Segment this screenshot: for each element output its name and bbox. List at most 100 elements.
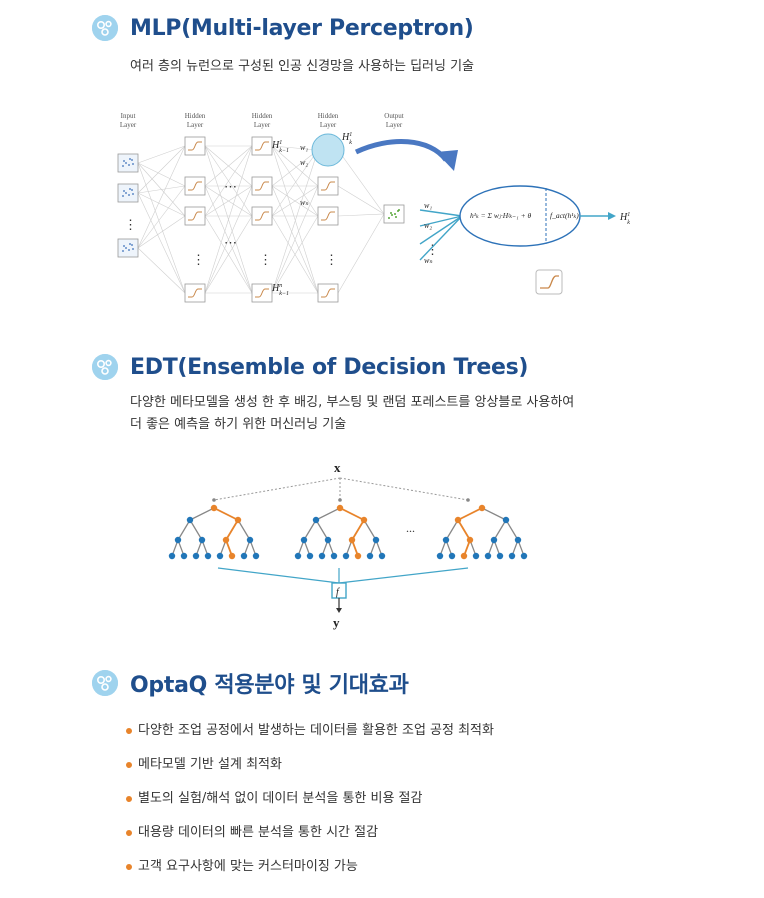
mlp-description: 여러 층의 뉴런으로 구성된 인공 신경망을 사용하는 딥러닝 기술: [130, 59, 475, 74]
neuron-detail: w₁ w₂ wₙ h¹ₖ = Σ wⱼ·Hʲₖ₋₁ + θ f_act(h¹ₖ)…: [419, 185, 630, 295]
tree-node: [300, 536, 308, 544]
section-bullet-icon: [92, 670, 118, 696]
optaq-benefit-list: 다양한 조업 공정에서 발생하는 데이터를 활용한 조업 공정 최적화 메타모델…: [126, 720, 494, 890]
list-item-text: 대용량 데이터의 빠른 분석을 통한 시간 절감: [138, 825, 379, 840]
tree-node: [442, 536, 450, 544]
tree-node: [210, 504, 218, 512]
neuron-node: [251, 136, 273, 156]
tree-node: [192, 552, 200, 560]
weight-label: w₁: [424, 201, 432, 210]
list-item-text: 고객 요구사항에 맞는 커스터마이징 가능: [138, 859, 358, 874]
tree-node: [246, 536, 254, 544]
tree-node: [466, 536, 474, 544]
neuron-node: [317, 206, 339, 226]
tree-node: [348, 536, 356, 544]
edt-diagram: x ... f y: [168, 458, 538, 633]
trees-ellipsis: ...: [406, 521, 415, 535]
aggregation-function-label: f: [336, 587, 340, 598]
decision-tree: [168, 504, 260, 560]
list-item: 별도의 실험/해석 없이 데이터 분석을 통한 비용 절감: [126, 788, 494, 822]
weight-label: wₙ: [300, 198, 309, 207]
weight-label: w₁: [300, 143, 308, 152]
activation-function: f_act(h¹ₖ): [550, 211, 579, 220]
tree-node: [168, 552, 176, 560]
tree-node: [252, 552, 260, 560]
edt-description-line: 더 좋은 예측을 하기 위한 머신러닝 기술: [130, 417, 347, 432]
list-item-text: 별도의 실험/해석 없이 데이터 분석을 통한 비용 절감: [138, 791, 423, 806]
sum-equation: h¹ₖ = Σ wⱼ·Hʲₖ₋₁ + θ: [470, 211, 531, 220]
section-bullet-icon: [92, 354, 118, 380]
tree-node: [366, 552, 374, 560]
tree-node: [180, 552, 188, 560]
tree-node: [234, 516, 242, 524]
tree-node: [496, 552, 504, 560]
tree-node: [508, 552, 516, 560]
vertical-ellipsis-mark: ⋮: [325, 252, 338, 267]
tree-node: [472, 552, 480, 560]
tree-node: [372, 536, 380, 544]
weight-label: wₙ: [424, 256, 433, 265]
tree-node: [330, 552, 338, 560]
decision-tree: [294, 504, 386, 560]
neuron-node: [184, 136, 206, 156]
tree-node: [318, 552, 326, 560]
tree-node: [174, 536, 182, 544]
zoom-arrow: [354, 139, 449, 162]
neuron-node: [317, 176, 339, 196]
tree-node: [502, 516, 510, 524]
neuron-node: [117, 153, 139, 173]
neuron-node: [117, 183, 139, 203]
list-item: 대용량 데이터의 빠른 분석을 통한 시간 절감: [126, 822, 494, 856]
optaq-title: OptaQ 적용분야 및 기대효과: [130, 673, 409, 698]
tree-node: [460, 552, 468, 560]
neuron-node: [184, 176, 206, 196]
vertical-ellipsis-mark: ⋮: [192, 252, 205, 267]
zoom-arrow-head: [436, 150, 458, 171]
activation-curve-box: [535, 269, 563, 295]
list-item: 고객 요구사항에 맞는 커스터마이징 가능: [126, 856, 494, 890]
list-item: 다양한 조업 공정에서 발생하는 데이터를 활용한 조업 공정 최적화: [126, 720, 494, 754]
mlp-nodes: [117, 136, 405, 303]
output-arrow-head: [608, 212, 616, 220]
tree-node: [294, 552, 302, 560]
neuron-node: [251, 283, 273, 303]
ellipsis-mark: ⋯: [224, 179, 237, 194]
tree-node: [342, 552, 350, 560]
tree-node: [454, 516, 462, 524]
tree-node: [222, 536, 230, 544]
neuron-node: [383, 204, 405, 224]
neuron-node: [184, 206, 206, 226]
neuron-node: [251, 176, 273, 196]
tree-node: [478, 504, 486, 512]
highlight-node-ring: [311, 133, 345, 167]
tree-node: [354, 552, 362, 560]
bullet-dot-icon: [126, 728, 132, 734]
tree-node: [448, 552, 456, 560]
tree-node: [514, 536, 522, 544]
aggregation-lines: [217, 567, 469, 584]
tree-node: [306, 552, 314, 560]
tree-node: [336, 504, 344, 512]
weight-label: w₂: [424, 221, 432, 230]
neuron-node: [184, 283, 206, 303]
activation-curve-icon: [540, 275, 559, 289]
decision-tree: [436, 504, 528, 560]
mlp-section-header: MLP(Multi-layer Perceptron): [92, 15, 474, 41]
tree-node: [378, 552, 386, 560]
decision-trees: [168, 504, 528, 560]
neuron-node: [317, 283, 339, 303]
output-arrow-head: [336, 608, 342, 613]
tree-node: [186, 516, 194, 524]
mlp-connections: [137, 145, 385, 294]
tree-node: [490, 536, 498, 544]
list-item-text: 메타모델 기반 설계 최적화: [138, 757, 282, 772]
tree-node: [198, 536, 206, 544]
bullet-dot-icon: [126, 796, 132, 802]
